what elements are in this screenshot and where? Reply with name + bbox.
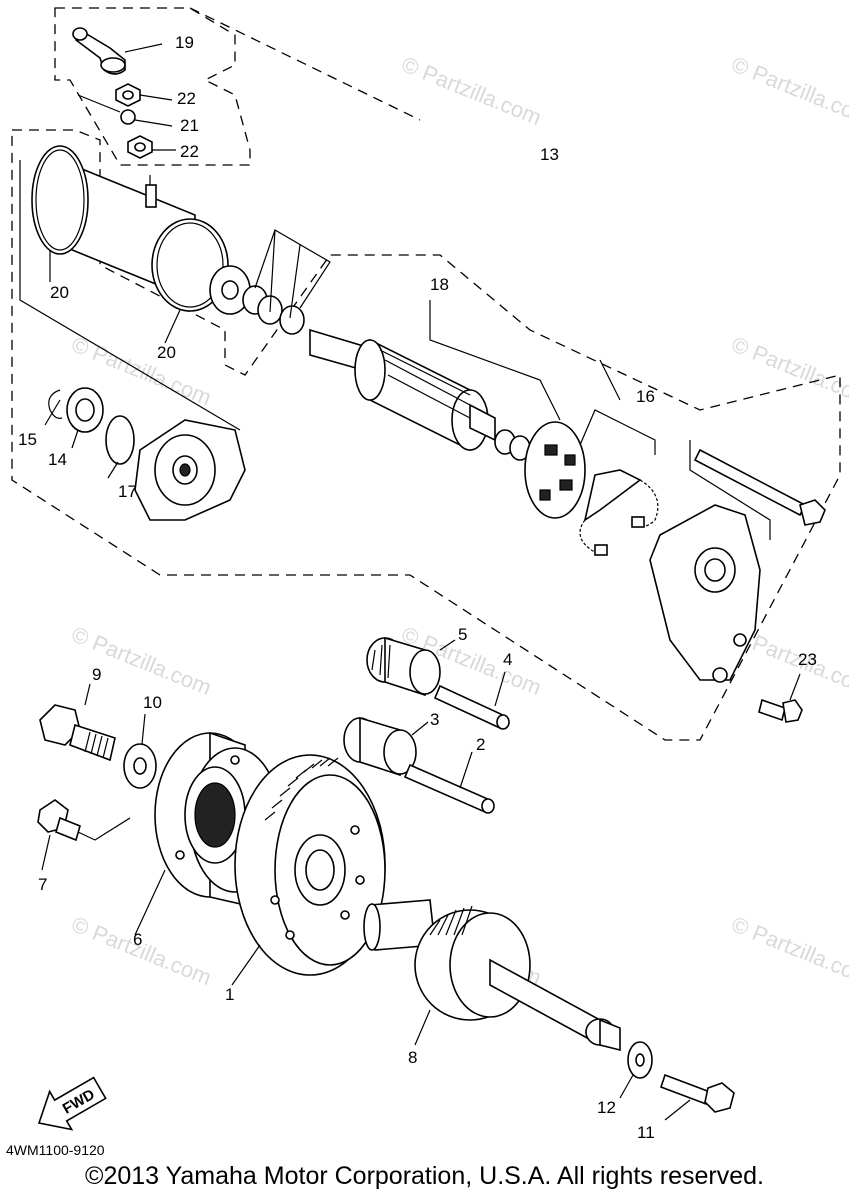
callout-20: 20 bbox=[157, 343, 176, 362]
callout-15: 15 bbox=[18, 430, 37, 449]
terminal-group-outline bbox=[54, 7, 251, 166]
callout-14: 14 bbox=[48, 450, 67, 469]
watermark: © Partzilla.com bbox=[68, 621, 215, 700]
washer-10 bbox=[123, 743, 157, 789]
terminal-cap bbox=[72, 27, 126, 75]
lead-wire bbox=[77, 94, 173, 127]
callout-20: 20 bbox=[50, 283, 69, 302]
flange-bolt bbox=[39, 704, 116, 762]
idle-gear-upper bbox=[366, 636, 441, 697]
group-13-leader bbox=[189, 7, 421, 121]
callout-7: 7 bbox=[38, 875, 47, 894]
callout-numbers: 1234567891011121314151617181920202122222… bbox=[18, 33, 817, 1142]
fwd-arrow-icon: FWD bbox=[37, 1076, 107, 1131]
callout-17: 17 bbox=[118, 482, 137, 501]
rear-cover bbox=[649, 504, 761, 683]
brush-set bbox=[579, 469, 659, 556]
bolt-11 bbox=[659, 1073, 735, 1113]
callout-11: 11 bbox=[637, 1123, 655, 1142]
watermark: © Partzilla.com bbox=[728, 911, 849, 990]
circlip bbox=[48, 389, 63, 419]
idle-shaft-lower bbox=[403, 763, 495, 814]
through-bolt bbox=[693, 448, 826, 526]
copyright-notice: ©2013 Yamaha Motor Corporation, U.S.A. A… bbox=[85, 1162, 764, 1190]
watermark: © Partzilla.com bbox=[728, 51, 849, 130]
shim-washers bbox=[209, 229, 331, 335]
assembly-13-outline bbox=[11, 129, 841, 741]
armature-washers bbox=[494, 429, 531, 461]
bolt-23 bbox=[758, 698, 803, 723]
brush-holder bbox=[524, 421, 586, 519]
callout-18: 18 bbox=[430, 275, 449, 294]
armature bbox=[309, 328, 496, 452]
needle-bearing bbox=[66, 387, 104, 433]
idle-shaft-upper bbox=[433, 684, 510, 730]
callout-22: 22 bbox=[177, 89, 196, 108]
screw-7 bbox=[37, 799, 81, 842]
callout-16: 16 bbox=[636, 387, 655, 406]
callout-21: 21 bbox=[180, 116, 199, 135]
callout-22: 22 bbox=[180, 142, 199, 161]
callout-8: 8 bbox=[408, 1048, 417, 1067]
watermark: © Partzilla.com bbox=[398, 51, 545, 130]
o-ring-rear bbox=[151, 218, 229, 312]
front-cover bbox=[134, 419, 246, 521]
o-ring-17 bbox=[105, 415, 135, 465]
washer-12 bbox=[627, 1041, 653, 1079]
callout-3: 3 bbox=[430, 710, 439, 729]
callout-4: 4 bbox=[503, 650, 512, 669]
callout-13: 13 bbox=[540, 145, 559, 164]
callout-12: 12 bbox=[597, 1098, 616, 1117]
nut-lower bbox=[127, 135, 176, 159]
watermark: © Partzilla.com bbox=[68, 911, 215, 990]
callout-2: 2 bbox=[476, 735, 485, 754]
starter-wheel-gear bbox=[234, 754, 386, 976]
nut-upper bbox=[115, 83, 173, 107]
shaft-gear bbox=[363, 899, 621, 1052]
drawing-code: 4WM1100-9120 bbox=[6, 1142, 105, 1158]
callout-9: 9 bbox=[92, 665, 101, 684]
callout-6: 6 bbox=[133, 930, 142, 949]
idle-gear-lower bbox=[343, 716, 417, 777]
callout-10: 10 bbox=[143, 693, 162, 712]
callout-1: 1 bbox=[225, 985, 234, 1004]
o-ring-front bbox=[31, 145, 89, 255]
callout-23: 23 bbox=[798, 650, 817, 669]
callout-5: 5 bbox=[458, 625, 467, 644]
callout-19: 19 bbox=[175, 33, 194, 52]
